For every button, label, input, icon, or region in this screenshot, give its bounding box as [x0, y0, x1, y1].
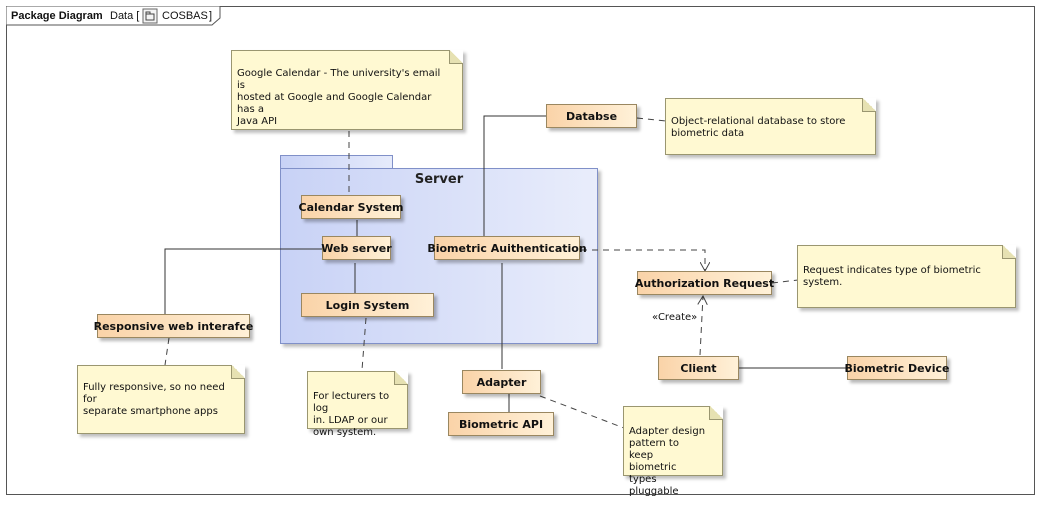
- note-database-text: Object-relational database to store biom…: [671, 116, 846, 139]
- component-login-system[interactable]: Login System: [301, 293, 434, 317]
- note-login-text: For lecturers to log in. LDAP or our own…: [313, 391, 390, 438]
- component-biometric-authentication[interactable]: Biometric Auithentication: [427, 236, 587, 260]
- component-calendar-system[interactable]: Calendar System: [299, 195, 403, 219]
- note-google-calendar: Google Calendar - The university's email…: [231, 50, 463, 130]
- note-google-calendar-text: Google Calendar - The university's email…: [237, 68, 441, 127]
- create-stereotype-label: «Create»: [652, 312, 698, 323]
- note-responsive: Fully responsive, so no need for separat…: [77, 365, 245, 434]
- server-package-name: Server: [414, 172, 464, 187]
- note-fold-icon: [862, 98, 876, 112]
- frame-label-suffix: ]: [209, 10, 212, 22]
- note-responsive-text: Fully responsive, so no need for separat…: [83, 382, 225, 417]
- component-biometric-device[interactable]: Biometric Device: [845, 356, 949, 380]
- component-biometric-api[interactable]: Biometric API: [448, 412, 554, 436]
- frame-kind: Package Diagram: [11, 10, 103, 22]
- frame-label-name: COSBAS: [162, 10, 208, 22]
- note-fold-icon: [394, 371, 408, 385]
- note-fold-icon: [449, 50, 463, 64]
- diagram-frame-tab: Package Diagram Data [ COSBAS ]: [6, 6, 221, 26]
- frame-label-prefix: Data [: [110, 10, 139, 22]
- note-adapter-text: Adapter design pattern to keep biometric…: [629, 426, 706, 497]
- server-package-tab: [280, 155, 393, 169]
- component-authorization-request[interactable]: Authorization Request: [635, 271, 774, 295]
- note-fold-icon: [1002, 245, 1016, 259]
- component-web-server[interactable]: Web server: [321, 236, 392, 260]
- note-adapter: Adapter design pattern to keep biometric…: [623, 406, 723, 497]
- component-database[interactable]: Databse: [546, 104, 637, 128]
- diagram-frame: [6, 6, 1035, 495]
- note-fold-icon: [231, 365, 245, 379]
- component-responsive-web-interface[interactable]: Responsive web interafce: [94, 314, 253, 338]
- note-fold-icon: [709, 406, 723, 420]
- component-client[interactable]: Client: [658, 356, 739, 380]
- note-authorization-request-text: Request indicates type of biometric syst…: [803, 265, 981, 288]
- note-authorization-request: Request indicates type of biometric syst…: [797, 245, 1016, 308]
- component-adapter[interactable]: Adapter: [462, 370, 541, 394]
- package-icon: [142, 8, 158, 24]
- note-database: Object-relational database to store biom…: [665, 98, 876, 155]
- note-login: For lecturers to log in. LDAP or our own…: [307, 371, 408, 438]
